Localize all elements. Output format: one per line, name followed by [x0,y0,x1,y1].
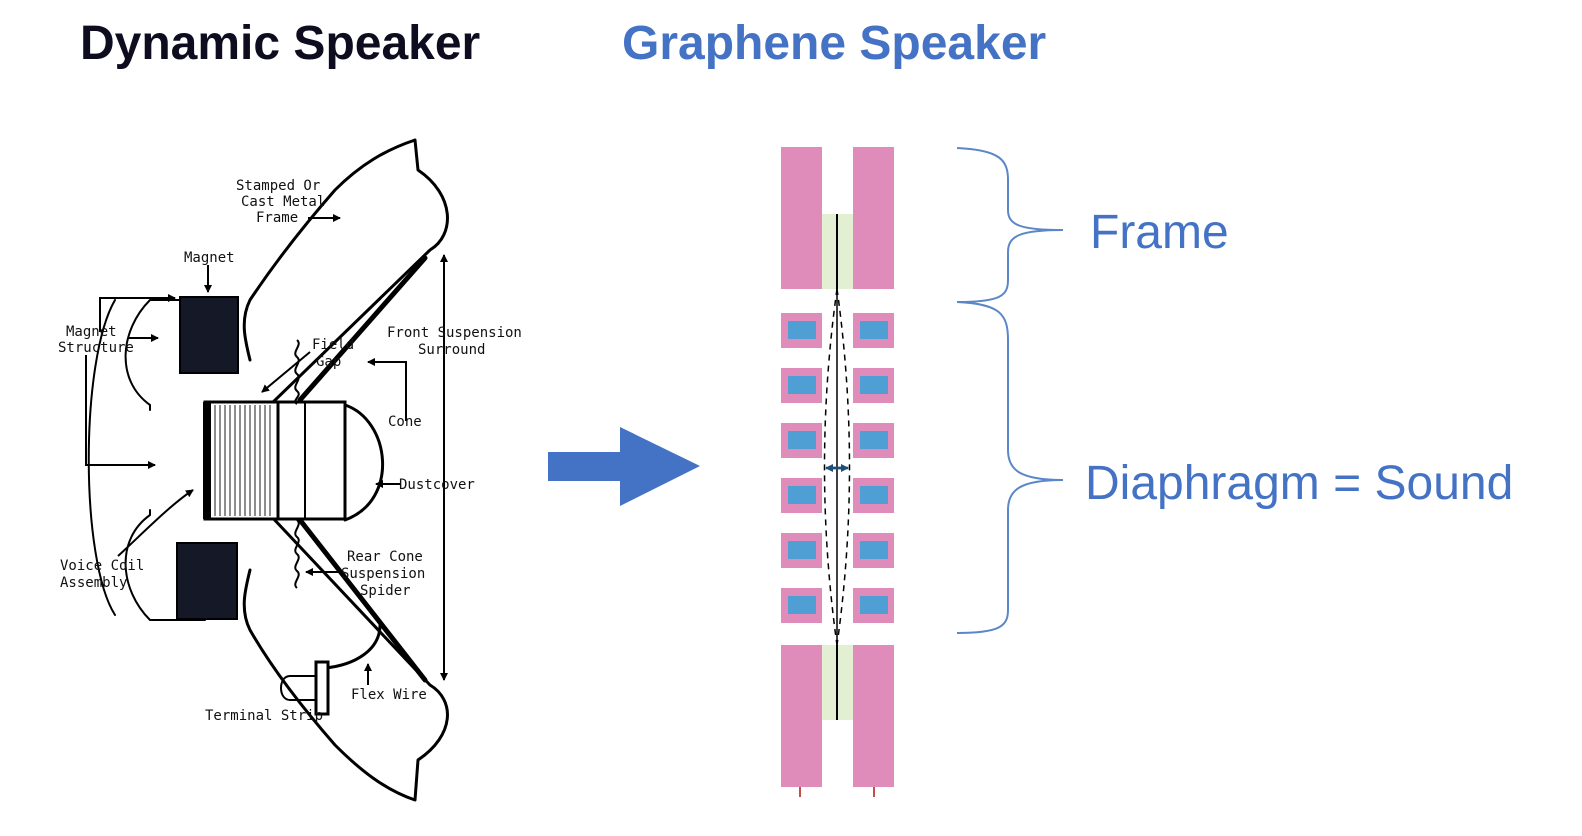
label-frame-2: Cast Metal [241,194,325,210]
label-front-suspension-1: Front Suspension [387,325,522,341]
label-voice-coil-2: Assembly [60,575,127,591]
spider-top [294,339,300,405]
label-flex-wire: Flex Wire [351,687,427,703]
label-field-gap-1: Field [312,337,354,353]
label-terminal-strip: Terminal Strip [205,708,323,724]
spider-bottom [294,519,300,589]
electrode-row-6 [781,588,894,623]
rear-cone-arc [323,623,382,670]
electrode-row-1 [781,313,894,348]
terminal-stud [280,675,316,701]
magnet-bottom [176,542,238,620]
membrane-deflection-left [823,288,838,646]
top-frame-right [853,147,894,289]
electrode-row-2 [781,368,894,403]
label-rear-suspension-3: Spider [360,583,411,599]
bottom-frame-right [853,645,894,787]
dynamic-labels: Stamped Or Cast Metal Frame Magnet Magne… [58,178,522,724]
label-cone: Cone [388,414,422,430]
diaphragm-brace [956,301,1064,634]
transition-arrow [548,427,700,506]
voice-coil-assembly [203,400,347,521]
pole-outline [87,299,116,616]
electrode-row-3 [781,423,894,458]
magnet-top [179,296,239,374]
graphene-speaker-drawing [781,147,1064,797]
electrode-row-5 [781,533,894,568]
label-magnet-structure-2: Structure [58,340,134,356]
dynamic-speaker-title: Dynamic Speaker [80,17,481,70]
coil-windings [214,405,271,516]
label-magnet-structure-1: Magnet [66,324,117,340]
label-frame-3: Frame [256,210,298,226]
membrane-deflection-right [836,288,851,646]
dynamic-speaker-drawing [87,138,449,802]
terminal-strip-rect [314,660,330,716]
frame-label: Frame [1090,206,1229,259]
label-dustcover: Dustcover [399,477,475,493]
label-front-suspension-2: Surround [418,342,485,358]
label-rear-suspension-2: Suspension [341,566,425,582]
graphene-speaker-title: Graphene Speaker [622,17,1047,70]
dustcover-dome [343,403,384,522]
label-voice-coil-1: Voice Coil [60,558,144,574]
pole-piece [203,402,211,519]
frame-brace [956,147,1064,303]
magnet-structure-outline [124,299,206,621]
bottom-frame-left [781,645,822,787]
dynamic-leader-arrows [85,214,448,685]
label-magnet: Magnet [184,250,235,266]
top-frame-left [781,147,822,289]
label-field-gap-2: Gap [316,354,341,370]
electrode-row-4 [781,478,894,513]
diaphragm-label: Diaphragm = Sound [1085,457,1513,510]
label-frame-1: Stamped Or [236,178,320,194]
cone-line [297,255,428,683]
frame-lower [242,513,449,802]
label-rear-suspension-1: Rear Cone [347,549,423,565]
frame-upper [242,138,449,407]
